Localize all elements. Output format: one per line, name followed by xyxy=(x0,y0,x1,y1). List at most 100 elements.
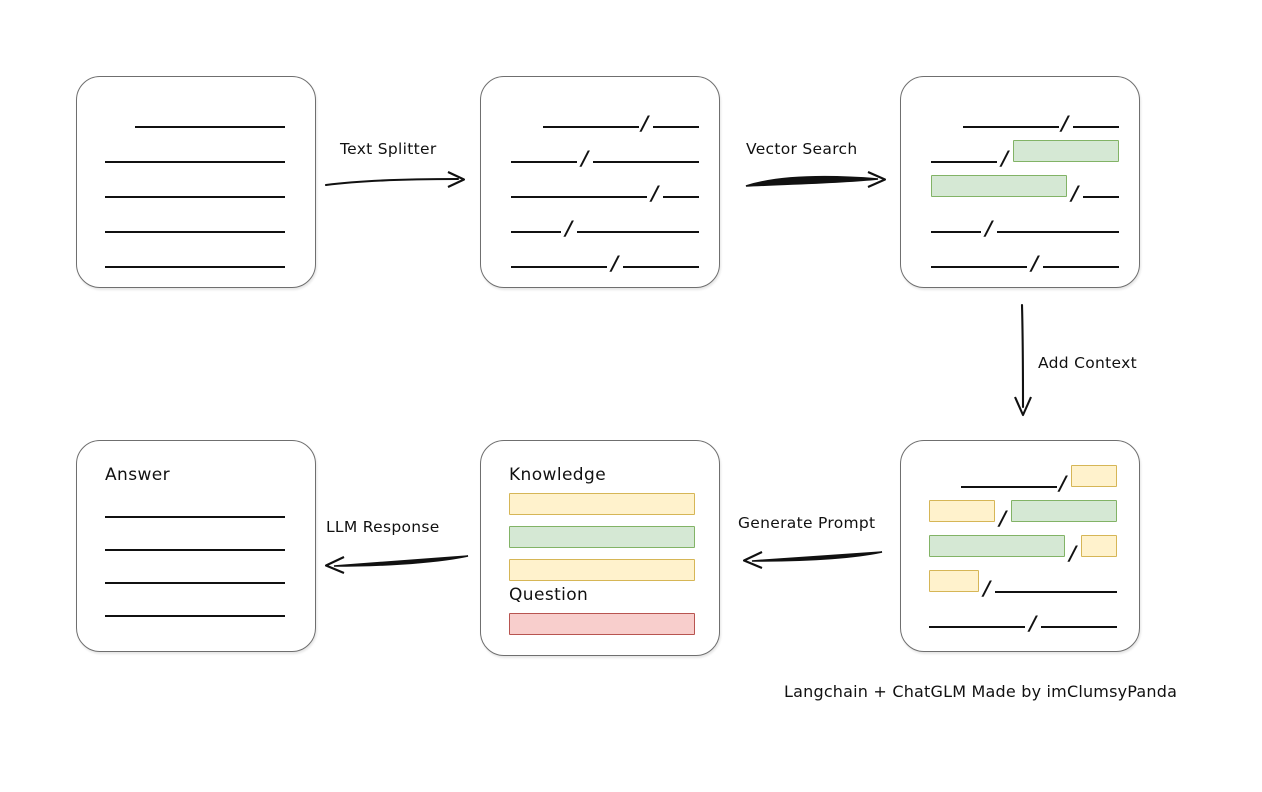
text-line xyxy=(929,626,1025,628)
arrow-generate-prompt: Generate Prompt xyxy=(738,514,888,569)
text-line xyxy=(593,161,699,163)
text-row: / xyxy=(901,570,1139,598)
prompt-box-content: Knowledge Question xyxy=(481,441,719,655)
split-chunks-rows: / / / / / xyxy=(481,77,719,287)
arrow-add-context-label: Add Context xyxy=(1038,354,1137,372)
text-line xyxy=(1041,626,1117,628)
text-row xyxy=(77,140,315,164)
highlight-chip-yellow xyxy=(929,500,995,522)
matched-chunks-box[interactable]: / / / / / xyxy=(900,76,1140,288)
prompt-bar-yellow xyxy=(509,559,695,581)
slash-separator-icon: / xyxy=(985,216,993,240)
text-line xyxy=(931,231,981,233)
context-chunks-rows: / / / / / xyxy=(901,441,1139,651)
text-line xyxy=(997,231,1119,233)
answer-box[interactable]: Answer xyxy=(76,440,316,652)
highlight-chip-green xyxy=(931,175,1067,197)
text-line xyxy=(105,516,285,518)
prompt-box[interactable]: Knowledge Question xyxy=(480,440,720,656)
slash-separator-icon: / xyxy=(565,216,573,240)
arrow-llm-response-label: LLM Response xyxy=(326,518,440,536)
source-document-box[interactable] xyxy=(76,76,316,288)
arrow-generate-prompt-icon xyxy=(742,551,883,569)
text-line xyxy=(135,126,285,128)
text-line xyxy=(105,615,285,617)
text-line xyxy=(995,591,1117,593)
footer-credit: Langchain + ChatGLM Made by imClumsyPand… xyxy=(784,682,1178,701)
prompt-bar-red xyxy=(509,613,695,635)
slash-separator-icon: / xyxy=(1029,611,1037,635)
highlight-chip-green xyxy=(929,535,1065,557)
text-row: / xyxy=(901,140,1139,168)
text-line xyxy=(663,196,699,198)
text-row xyxy=(77,495,315,519)
text-line xyxy=(1083,196,1119,198)
answer-box-content: Answer xyxy=(77,441,315,651)
slash-separator-icon: / xyxy=(651,181,659,205)
split-chunks-box[interactable]: / / / / / xyxy=(480,76,720,288)
text-row: / xyxy=(901,535,1139,563)
text-line xyxy=(511,161,577,163)
text-line xyxy=(1073,126,1119,128)
slash-separator-icon: / xyxy=(1069,541,1077,565)
source-document-rows xyxy=(77,77,315,287)
text-line xyxy=(931,266,1027,268)
slash-separator-icon: / xyxy=(1071,181,1079,205)
text-row xyxy=(77,528,315,552)
arrow-vector-search-icon xyxy=(745,171,887,188)
slash-separator-icon: / xyxy=(1001,146,1009,170)
text-line xyxy=(543,126,639,128)
slash-separator-icon: / xyxy=(1059,471,1067,495)
context-chunks-box[interactable]: / / / / / xyxy=(900,440,1140,652)
text-line xyxy=(105,549,285,551)
prompt-bar-yellow xyxy=(509,493,695,515)
arrow-vector-search: Vector Search xyxy=(744,140,894,190)
knowledge-label: Knowledge xyxy=(509,465,607,485)
slash-separator-icon: / xyxy=(1061,111,1069,135)
highlight-chip-yellow xyxy=(1081,535,1117,557)
arrow-generate-prompt-label: Generate Prompt xyxy=(738,514,876,532)
arrow-vector-search-label: Vector Search xyxy=(746,140,858,158)
highlight-chip-yellow xyxy=(929,570,979,592)
matched-chunks-rows: / / / / / xyxy=(901,77,1139,287)
text-line xyxy=(1043,266,1119,268)
text-row: / xyxy=(901,245,1139,273)
arrow-text-splitter-icon xyxy=(324,171,466,188)
text-row: / xyxy=(481,140,719,168)
text-row xyxy=(77,210,315,234)
text-row: / xyxy=(901,210,1139,238)
text-row: / xyxy=(481,245,719,273)
text-row xyxy=(77,105,315,129)
text-row: / xyxy=(901,175,1139,203)
text-row: / xyxy=(481,175,719,203)
text-line xyxy=(105,582,285,584)
text-line xyxy=(577,231,699,233)
slash-separator-icon: / xyxy=(611,251,619,275)
text-line xyxy=(105,266,285,268)
text-line xyxy=(511,231,561,233)
slash-separator-icon: / xyxy=(581,146,589,170)
text-row: / xyxy=(901,105,1139,133)
text-row xyxy=(77,594,315,618)
slash-separator-icon: / xyxy=(641,111,649,135)
arrow-llm-response: LLM Response xyxy=(322,518,472,574)
text-row: / xyxy=(481,210,719,238)
text-line xyxy=(963,126,1059,128)
text-line xyxy=(961,486,1057,488)
arrow-add-context-icon xyxy=(1014,303,1032,417)
text-row: / xyxy=(901,500,1139,528)
arrow-text-splitter: Text Splitter xyxy=(324,140,474,190)
text-row xyxy=(77,561,315,585)
text-row xyxy=(77,175,315,199)
prompt-bar-green xyxy=(509,526,695,548)
text-row: / xyxy=(901,605,1139,633)
highlight-chip-green xyxy=(1011,500,1117,522)
highlight-chip-yellow xyxy=(1071,465,1117,487)
slash-separator-icon: / xyxy=(999,506,1007,530)
text-row: / xyxy=(901,465,1139,493)
text-line xyxy=(623,266,699,268)
text-line xyxy=(931,161,997,163)
text-line xyxy=(511,266,607,268)
slash-separator-icon: / xyxy=(983,576,991,600)
